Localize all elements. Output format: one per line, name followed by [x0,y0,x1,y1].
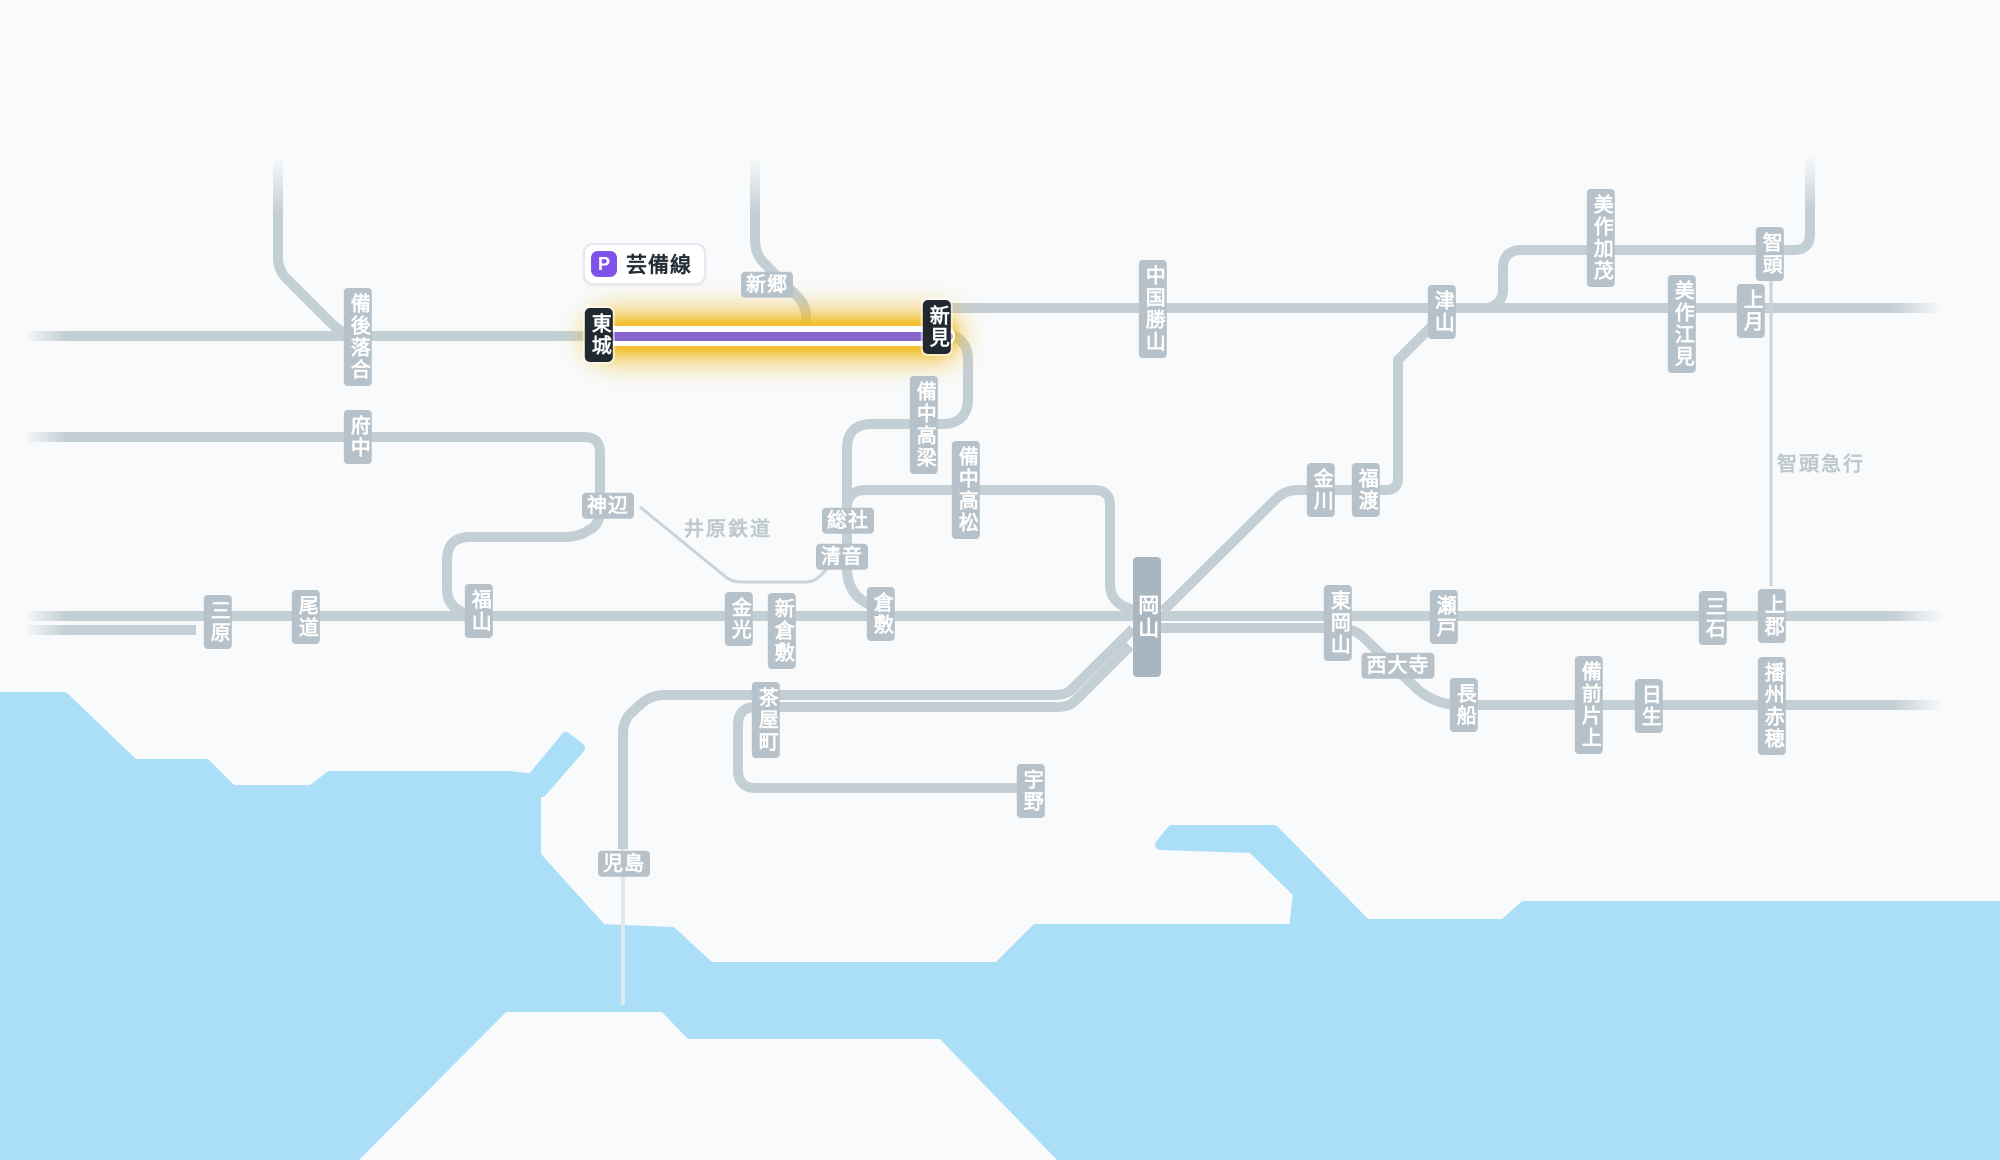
station-label-niizato[interactable]: 新郷 [741,271,793,299]
station-label-seto[interactable]: 瀬戸 [1429,590,1459,644]
rail-line-kibi [842,485,1142,618]
line-badge-label: 芸備線 [626,254,692,277]
station-label-chugoku-katsuyama[interactable]: 中国勝山 [1138,260,1168,358]
station-label-higashi-okayama[interactable]: 東岡山 [1323,585,1353,661]
geibi-line-badge[interactable]: P 芸備線 [583,243,706,285]
station-label-banshu-ako[interactable]: 播州赤穂 [1757,657,1787,755]
station-label-uno[interactable]: 宇野 [1016,764,1046,818]
station-label-shin-kurashiki[interactable]: 新倉敷 [767,593,797,669]
sea-water [0,692,2000,1160]
station-label-kamigori[interactable]: 上郡 [1757,589,1787,643]
station-label-niimi[interactable]: 新見 [922,300,952,354]
station-label-soja[interactable]: 総社 [822,507,874,535]
station-label-fukuyama[interactable]: 福山 [464,584,494,638]
rail-line-inbi [1486,152,1815,313]
station-label-kojima[interactable]: 児島 [598,850,650,878]
rail-line-hakubi-north [750,152,811,336]
station-label-tsuyama[interactable]: 津山 [1427,285,1457,339]
station-label-bitchu-takamatsu[interactable]: 備中高松 [951,441,981,539]
rail-line-hakubi-south [842,328,973,617]
station-label-chizu[interactable]: 智頭 [1755,227,1785,281]
station-label-okayama[interactable]: 岡山 [1133,557,1161,677]
sea-water [523,732,585,797]
geibi-line-highlighted-segment[interactable] [598,331,953,341]
station-label-onomichi[interactable]: 尾道 [291,590,321,644]
station-label-konko[interactable]: 金光 [724,592,754,646]
station-label-saidaiji[interactable]: 西大寺 [1361,652,1435,680]
ibara-railway-name: 井原鉄道 [684,518,772,541]
station-label-fuchu[interactable]: 府中 [343,410,373,464]
station-label-osafune[interactable]: 長船 [1449,678,1479,732]
rail-line-ibara-railway [639,505,836,584]
line-symbol-p-icon: P [591,251,617,277]
rail-line-fukuen [28,432,605,621]
station-label-kiyone[interactable]: 清音 [816,543,868,571]
station-label-mitsuishi[interactable]: 三石 [1698,591,1728,645]
rail-line-ako-line [1160,623,1946,710]
station-label-bizen-katakami[interactable]: 備前片上 [1574,656,1604,754]
station-label-kurashiki[interactable]: 倉敷 [866,587,896,641]
station-label-chayamachi[interactable]: 茶屋町 [751,682,781,758]
station-label-fukuwatari[interactable]: 福渡 [1351,463,1381,517]
station-label-kanagawa[interactable]: 金川 [1306,463,1336,517]
station-label-bitchu-takahashi[interactable]: 備中高梁 [909,376,939,474]
station-label-mimasaka-kamo[interactable]: 美作加茂 [1586,189,1616,287]
station-label-hinase[interactable]: 日生 [1634,679,1664,733]
rail-line-seto-ohashi [618,625,1137,849]
station-label-mihara[interactable]: 三原 [203,595,233,649]
chizu-express-name: 智頭急行 [1777,453,1865,476]
rail-line-tsuyama-line [1159,312,1446,615]
station-label-bingo-ochiai[interactable]: 備後落合 [343,288,373,386]
station-label-kannabe[interactable]: 神辺 [582,492,634,520]
rail-line-uno-line [733,642,1134,793]
station-label-kozuki[interactable]: 上月 [1736,284,1766,338]
station-label-mimasaka-emi[interactable]: 美作江見 [1667,275,1697,373]
station-label-tojo[interactable]: 東城 [584,308,614,362]
